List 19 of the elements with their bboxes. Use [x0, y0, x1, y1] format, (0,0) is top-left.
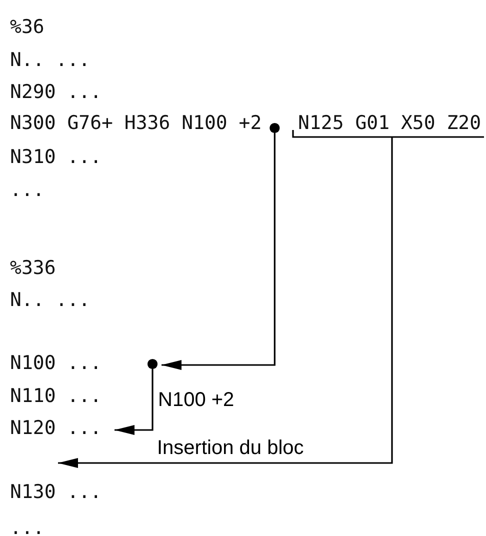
code-line: N110 ...	[10, 384, 102, 408]
edge-label: Insertion du bloc	[157, 436, 304, 460]
code-line: N125 G01 X50 Z20	[298, 111, 482, 135]
code-line: N300 G76+ H336 N100 +2	[10, 111, 262, 135]
code-line: ...	[10, 178, 44, 202]
code-line: N100 ...	[10, 351, 102, 375]
edge-label: N100 +2	[158, 388, 234, 412]
arrow	[162, 122, 280, 370]
code-line: N.. ...	[10, 48, 90, 72]
arrow	[57, 129, 485, 468]
arrow	[114, 358, 158, 435]
code-line: N290 ...	[10, 80, 102, 104]
code-line: N.. ...	[10, 288, 90, 312]
code-line: %36	[10, 15, 44, 39]
code-line: ...	[10, 516, 44, 536]
code-line: %336	[10, 256, 56, 280]
code-line: N310 ...	[10, 145, 102, 169]
code-line: N130 ...	[10, 480, 102, 504]
code-line: N120 ...	[10, 416, 102, 440]
